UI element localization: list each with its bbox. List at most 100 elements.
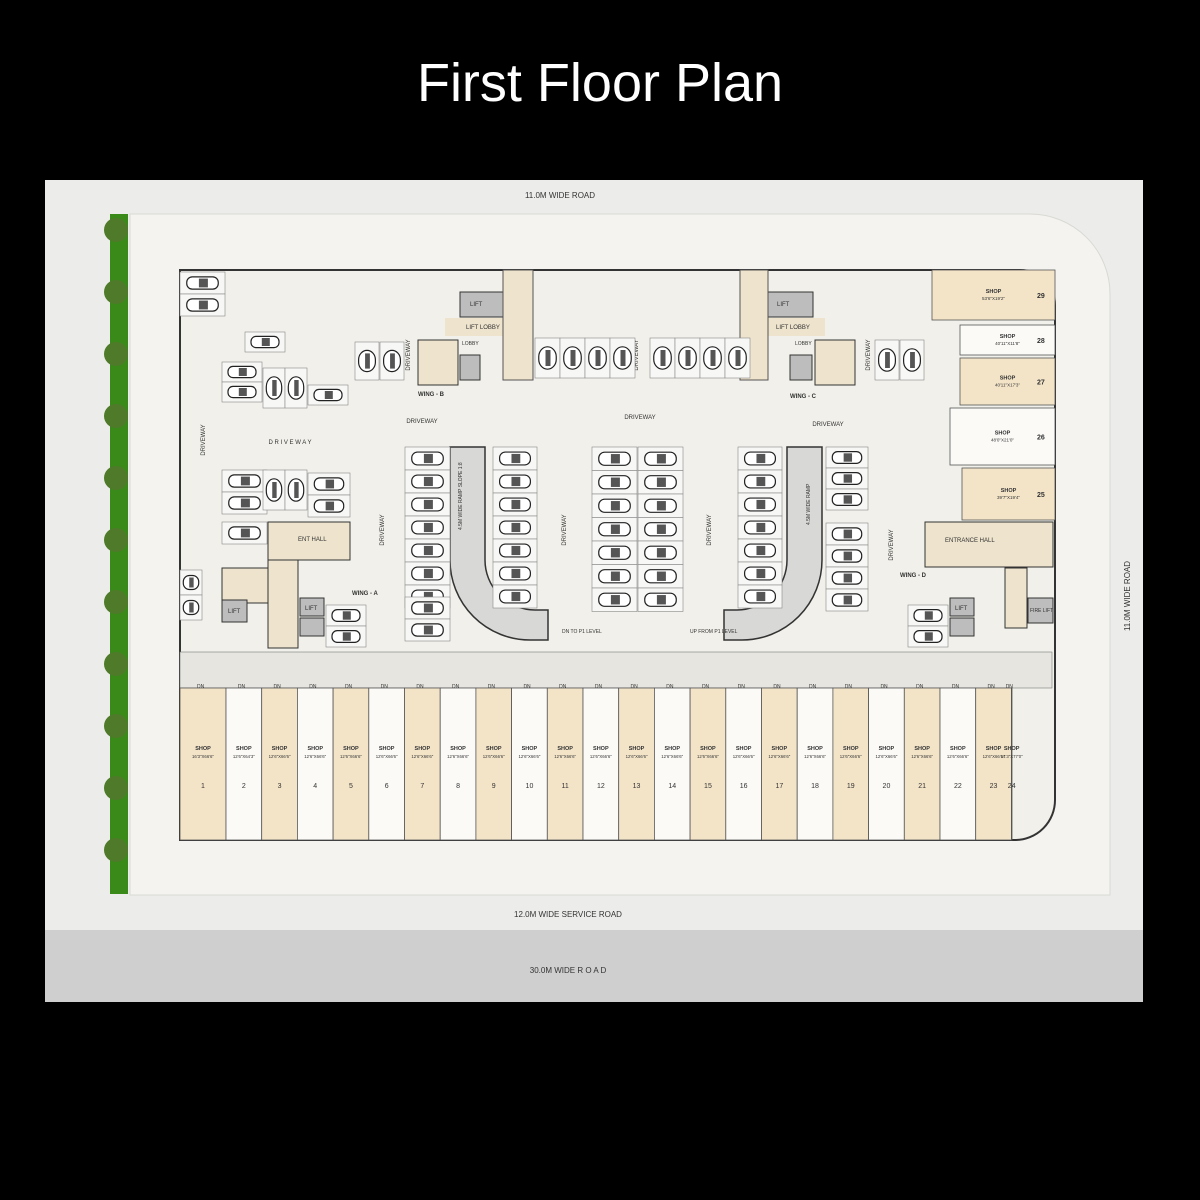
parking-bay bbox=[404, 446, 451, 471]
shop-size: 12'6"X66'6" bbox=[304, 754, 326, 759]
parking-bay bbox=[825, 467, 869, 490]
parking-bay bbox=[404, 561, 451, 586]
parking-bay bbox=[262, 469, 286, 511]
parking-bay bbox=[492, 515, 538, 540]
parking-bay bbox=[179, 271, 226, 295]
parking-bay bbox=[825, 566, 869, 590]
parking-bay bbox=[674, 337, 701, 379]
parking-bay bbox=[307, 494, 351, 518]
driveway-label: DRIVEWAY bbox=[562, 514, 568, 545]
shop-label: SHOP bbox=[450, 746, 466, 752]
shop-number: 22 bbox=[954, 783, 962, 790]
parking-bay bbox=[534, 337, 561, 379]
parking-bay bbox=[874, 339, 900, 381]
driveway-label: DRIVEWAY bbox=[406, 419, 437, 425]
parking-bay bbox=[591, 446, 638, 471]
lift-label: LIFT bbox=[305, 606, 318, 612]
shop-number: 27 bbox=[1037, 380, 1045, 387]
road-label-right: 11.0M WIDE ROAD bbox=[1123, 561, 1132, 631]
shop-number: 1 bbox=[201, 783, 205, 790]
shop-label: SHOP bbox=[914, 746, 930, 752]
parking-bay bbox=[404, 618, 451, 642]
ent-hall-label: ENT HALL bbox=[298, 537, 327, 543]
shop-number: 21 bbox=[918, 783, 926, 790]
parking-bay bbox=[559, 337, 586, 379]
shops-bottom-row: SHOP16'3"X66'6"1DNSHOP12'6"X64'3"2DNSHOP… bbox=[179, 651, 1053, 841]
dn-label: DN bbox=[381, 684, 389, 690]
wing-d-core bbox=[924, 521, 1054, 637]
shop-number: 9 bbox=[492, 783, 496, 790]
shop-size: 12'6"X66'6" bbox=[447, 754, 469, 759]
dn-label: DN bbox=[595, 684, 603, 690]
shop-size: 12'6"X66'6" bbox=[626, 754, 648, 759]
dn-label: DN bbox=[309, 684, 317, 690]
parking-bay bbox=[737, 492, 783, 517]
parking-bay bbox=[637, 446, 684, 471]
driveway-label: DRIVEWAY bbox=[866, 339, 872, 370]
driveway-label: DRIVEWAY bbox=[889, 529, 895, 560]
fire-lift-label: FIRE LIFT bbox=[1030, 608, 1053, 614]
shop-label: SHOP bbox=[664, 746, 680, 752]
parking-bay bbox=[179, 594, 203, 621]
shop-label: SHOP bbox=[700, 746, 716, 752]
parking-bay bbox=[737, 469, 783, 494]
shop-number: 17 bbox=[775, 783, 783, 790]
shop-number: 14 bbox=[668, 783, 676, 790]
shop-size: 12'6"X66'6" bbox=[911, 754, 933, 759]
wing-c-core bbox=[739, 269, 856, 386]
dn-label: DN bbox=[416, 684, 424, 690]
parking-bay bbox=[221, 361, 263, 383]
shop-label: SHOP bbox=[736, 746, 752, 752]
driveway-label: DRIVEWAY bbox=[406, 339, 412, 370]
wing-a-core bbox=[221, 521, 351, 649]
tree-icon bbox=[104, 404, 128, 428]
tree-icon bbox=[104, 652, 128, 676]
parking-bay bbox=[899, 339, 925, 381]
parking-bay bbox=[221, 491, 268, 515]
dn-label: DN bbox=[238, 684, 246, 690]
driveway-label: DRIVEWAY bbox=[380, 514, 386, 545]
dn-label: DN bbox=[952, 684, 960, 690]
parking-bay bbox=[404, 596, 451, 620]
shop-number: 26 bbox=[1037, 435, 1045, 442]
parking-bay bbox=[179, 569, 203, 596]
parking-bay bbox=[825, 522, 869, 546]
ramp-right bbox=[723, 446, 823, 641]
parking-bay bbox=[221, 521, 268, 545]
ramp-left-label: 4.5M WIDE RAMP SLOPE 1:8 bbox=[458, 462, 464, 530]
shop-size: 12'6"X66'6" bbox=[661, 754, 683, 759]
shop-size: 12'6"X66'6" bbox=[875, 754, 897, 759]
dn-label: DN bbox=[773, 684, 781, 690]
shop-size: 12'6"X66'6" bbox=[590, 754, 612, 759]
